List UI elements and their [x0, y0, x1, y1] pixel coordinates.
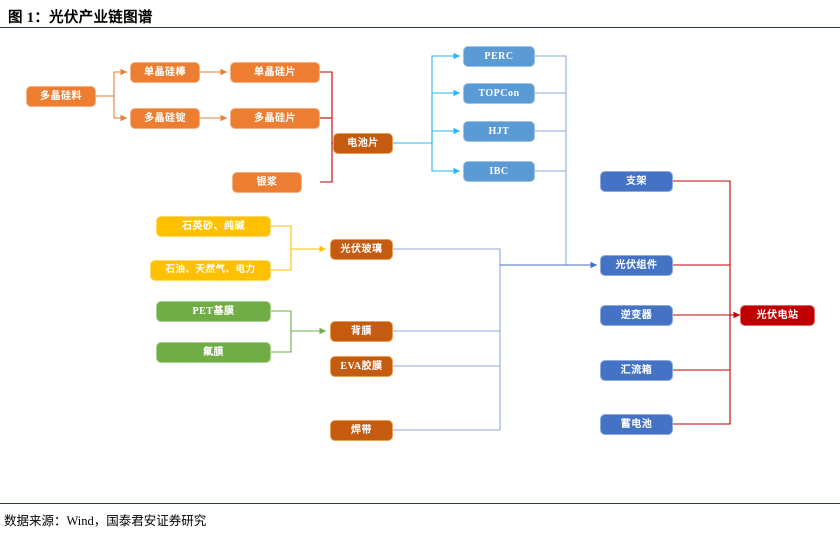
node-perc[interactable]: PERC: [463, 46, 535, 67]
node-backsheet[interactable]: 背膜: [330, 321, 393, 342]
node-silver-paste[interactable]: 银浆: [232, 172, 302, 193]
node-ribbon[interactable]: 焊带: [330, 420, 393, 441]
node-mounting-bracket[interactable]: 支架: [600, 171, 673, 192]
node-poly-wafer[interactable]: 多晶硅片: [230, 108, 320, 129]
node-eva-film[interactable]: EVA胶膜: [330, 356, 393, 377]
node-pv-power-station[interactable]: 光伏电站: [740, 305, 815, 326]
node-poly-silicon-ingot[interactable]: 多晶硅锭: [130, 108, 200, 129]
node-topcon[interactable]: TOPCon: [463, 83, 535, 104]
node-ibc[interactable]: IBC: [463, 161, 535, 182]
node-pv-module[interactable]: 光伏组件: [600, 255, 673, 276]
node-mono-wafer[interactable]: 单晶硅片: [230, 62, 320, 83]
connector-layer: [96, 52, 740, 431]
node-quartz-sand-soda-ash[interactable]: 石英砂、纯碱: [156, 216, 271, 237]
diagram-canvas: 多晶硅料 单晶硅棒 多晶硅锭 单晶硅片 多晶硅片 银浆 电池片 PERC TOP…: [0, 30, 840, 500]
source-note: 数据来源：Wind，国泰君安证券研究: [4, 514, 207, 528]
node-hjt[interactable]: HJT: [463, 121, 535, 142]
node-mono-silicon-rod[interactable]: 单晶硅棒: [130, 62, 200, 83]
node-fluorine-film[interactable]: 氟膜: [156, 342, 271, 363]
node-storage-battery[interactable]: 蓄电池: [600, 414, 673, 435]
node-solar-glass[interactable]: 光伏玻璃: [330, 239, 393, 260]
page-title: 图 1：光伏产业链图谱: [8, 10, 153, 26]
node-oil-gas-power[interactable]: 石油、天然气、电力: [150, 260, 271, 281]
title-divider: [0, 27, 840, 28]
node-inverter[interactable]: 逆变器: [600, 305, 673, 326]
node-pet-base-film[interactable]: PET基膜: [156, 301, 271, 322]
node-solar-cell[interactable]: 电池片: [333, 133, 393, 154]
node-polysilicon-material[interactable]: 多晶硅料: [26, 86, 96, 107]
node-combiner-box[interactable]: 汇流箱: [600, 360, 673, 381]
source-divider: [0, 503, 840, 504]
